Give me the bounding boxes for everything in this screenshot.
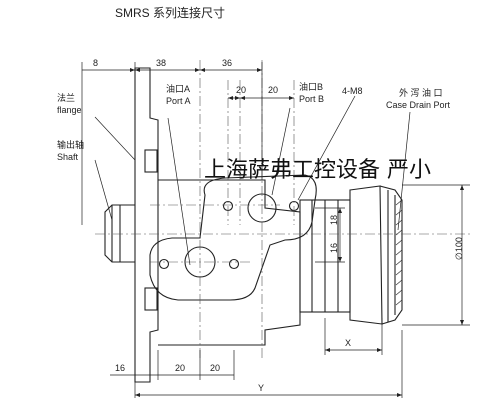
bolt-hole-1 xyxy=(158,258,170,270)
label-bolts: 4-M8 xyxy=(342,86,363,96)
label-flange-cn: 法兰 xyxy=(57,92,75,103)
flange-ear-bottom xyxy=(144,287,158,311)
flange-plate xyxy=(134,67,159,383)
end-cap-hatch xyxy=(395,199,403,306)
label-drain-cn: 外 泻 油 口 xyxy=(399,87,443,98)
label-portb-en: Port B xyxy=(299,94,324,104)
shaft-outline xyxy=(104,204,135,263)
label-porta-en: Port A xyxy=(166,96,191,106)
dim-20c: 20 xyxy=(175,363,185,373)
watermark-text: 上海萨弗工控设备 严小 xyxy=(204,158,431,183)
port-plate xyxy=(149,174,317,301)
dim-38: 38 xyxy=(156,58,166,68)
label-porta-cn: 油口A xyxy=(166,83,190,94)
end-cap xyxy=(349,185,383,325)
dim-20d: 20 xyxy=(210,363,220,373)
dim-y: Y xyxy=(258,383,264,393)
label-shaft-en: Shaft xyxy=(57,152,79,162)
dim-20a: 20 xyxy=(236,85,246,95)
label-drain-en: Case Drain Port xyxy=(386,100,451,110)
dim-diameter-100: ∅100 xyxy=(454,237,464,260)
arrowheads xyxy=(130,68,464,397)
end-cap-bolts xyxy=(379,185,403,325)
label-portb-cn: 油口B xyxy=(299,81,323,92)
dim-36: 36 xyxy=(222,58,232,68)
dim-16-bottom: 16 xyxy=(115,363,125,373)
dim-x: X xyxy=(345,338,351,348)
label-flange-en: flange xyxy=(57,105,82,115)
motor-outline xyxy=(104,67,403,383)
dim-18: 18 xyxy=(329,215,339,225)
label-shaft-cn: 输出轴 xyxy=(57,139,84,150)
dim-16-right: 16 xyxy=(329,243,339,253)
drawing-title: SMRS 系列连接尺寸 xyxy=(115,5,225,20)
dim-20b: 20 xyxy=(268,85,278,95)
flange-ear-top xyxy=(144,149,158,173)
dim-8: 8 xyxy=(93,58,98,68)
ports xyxy=(158,193,300,278)
leader-lines xyxy=(94,95,411,266)
bolt-hole-2 xyxy=(228,258,240,270)
dimension-lines xyxy=(81,62,470,398)
